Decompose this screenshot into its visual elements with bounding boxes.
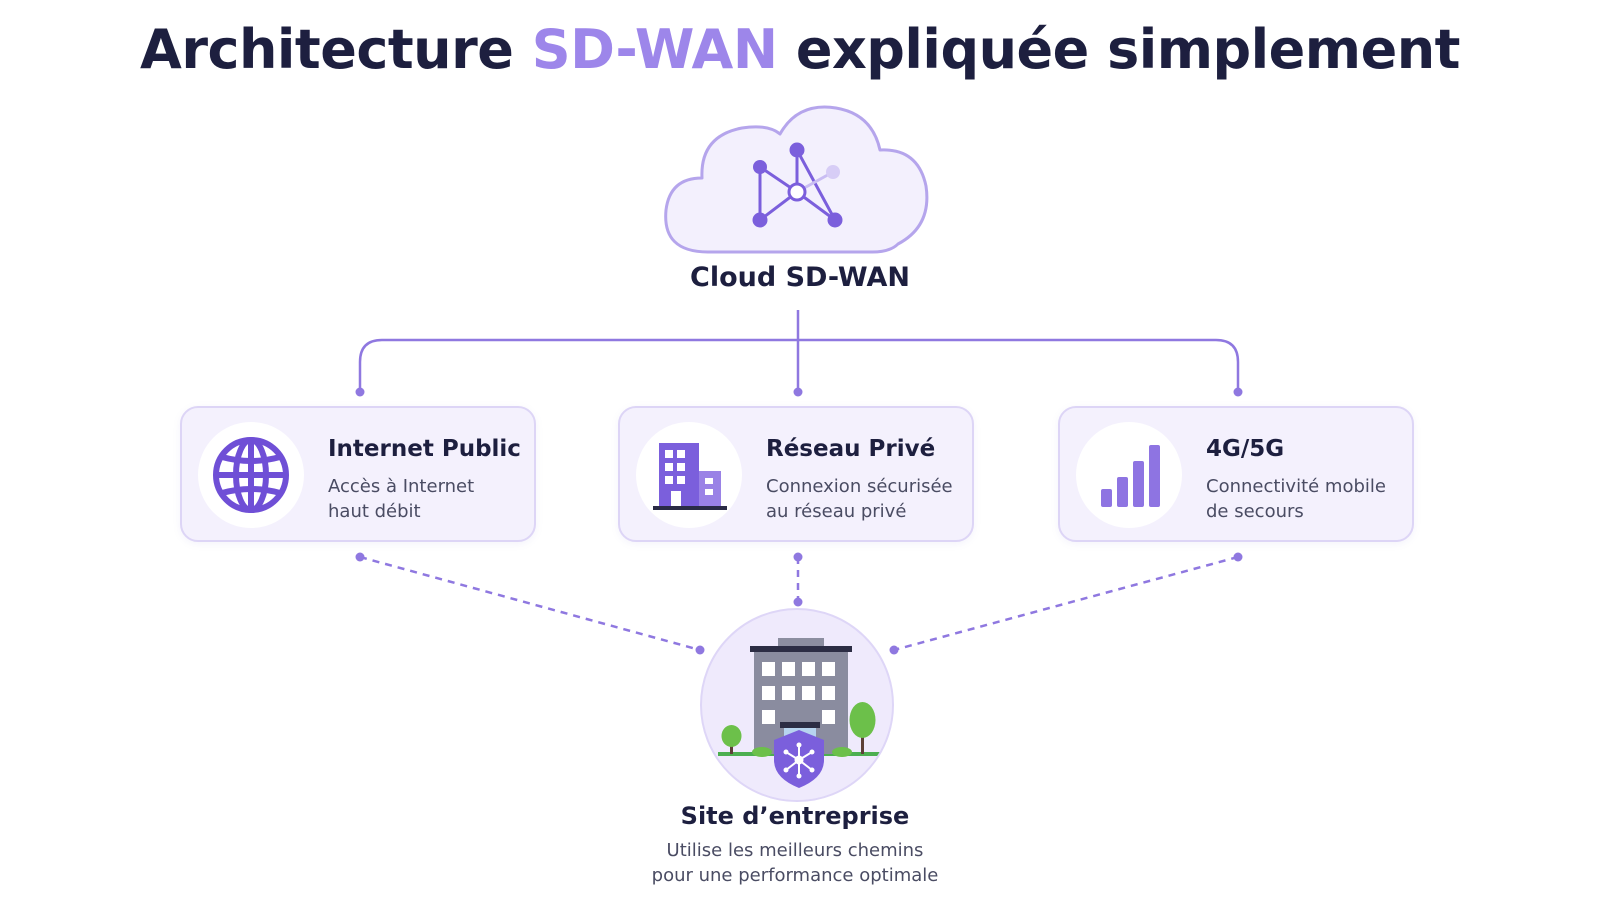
card-title: Internet Public [328,436,521,462]
dashed-right [893,555,1239,652]
card-description: Connexion sécurisée au réseau privé [766,474,966,524]
card-internet-public: Internet Public Accès à Internet haut dé… [180,406,536,542]
card-description: Accès à Internet haut débit [328,474,528,524]
buildings-icon [636,422,742,528]
site-title: Site d’entreprise [680,802,910,830]
site-connectors [359,555,1239,652]
cloud-label: Cloud SD-WAN [690,262,910,293]
title-part2: expliquée simplement [777,18,1461,81]
site-desc-line2: pour une performance optimale [651,865,939,886]
shield-network-icon [774,730,824,788]
site-desc-line1: Utilise les meilleurs chemins [666,840,924,861]
card-4g-5g: 4G/5G Connectivité mobile de secours [1058,406,1414,542]
card-title: 4G/5G [1206,436,1285,462]
dashed-left [359,555,701,652]
dot-left-top [355,387,365,397]
card-desc-line2: au réseau privé [766,501,907,522]
card-desc-line2: haut débit [328,501,421,522]
page-title: Architecture SD-WAN expliquée simplement [0,18,1600,81]
signal-bars-icon [1076,422,1182,528]
card-reseau-prive: Réseau Privé Connexion sécurisée au rése… [618,406,974,542]
card-title: Réseau Privé [766,436,936,462]
card-desc-line1: Connectivité mobile [1206,476,1386,497]
title-part1: Architecture [140,18,532,81]
card-desc-line1: Connexion sécurisée [766,476,953,497]
connector-branches [358,338,1240,392]
site-description: Utilise les meilleurs chemins pour une p… [595,838,995,888]
dot-right-top [1233,387,1243,397]
cloud-connectors [358,310,1240,392]
title-accent: SD-WAN [531,18,778,81]
cloud-icon [664,105,929,254]
office-building-icon [700,608,894,802]
card-desc-line1: Accès à Internet [328,476,475,497]
card-description: Connectivité mobile de secours [1206,474,1406,524]
dot-center-top [793,387,803,397]
card-desc-line2: de secours [1206,501,1304,522]
globe-icon [198,422,304,528]
network-mesh-icon [752,142,843,228]
